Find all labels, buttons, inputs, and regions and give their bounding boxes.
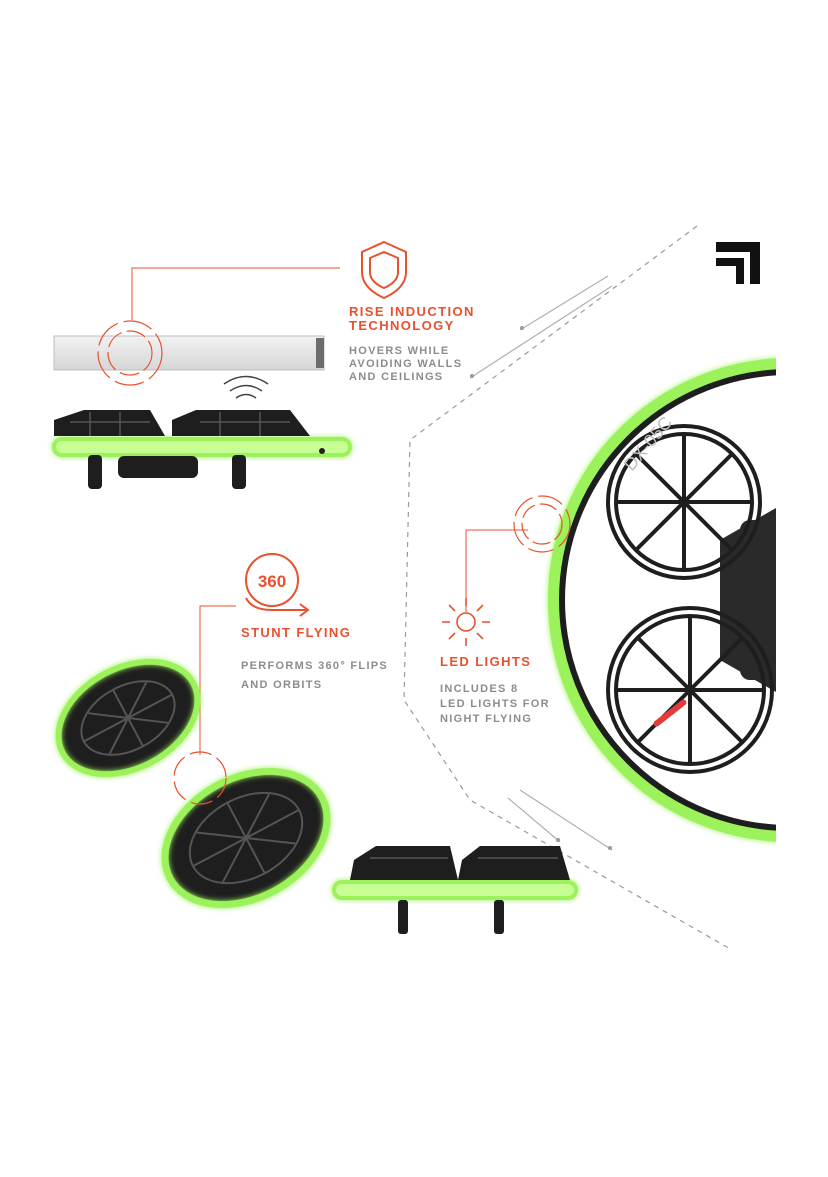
- led-desc: INCLUDES 8 LED LIGHTS FOR NIGHT FLYING: [440, 683, 550, 725]
- orbit-ring: [173, 751, 227, 805]
- rise-desc: HOVERS WHILE AVOIDING WALLS AND CEILINGS: [349, 345, 463, 383]
- drone-top-view: [548, 358, 776, 842]
- drone-stunt-1: [55, 658, 201, 778]
- ceiling-panel: [53, 335, 325, 371]
- drone-side-view-bottom: [332, 846, 578, 934]
- rise-title: RISE INDUCTION TECHNOLOGY: [349, 304, 475, 333]
- shield-icon: [361, 240, 407, 300]
- flip-360-icon: [245, 553, 310, 617]
- led-title: LED LIGHTS: [440, 654, 532, 669]
- accent-lines: [469, 275, 613, 851]
- stunt-title: STUNT FLYING: [241, 625, 352, 640]
- drone-stunt-2: [161, 767, 331, 909]
- flip-360-badge: 360: [258, 572, 286, 591]
- stunt-desc: PERFORMS 360° FLIPS AND ORBITS: [241, 660, 389, 691]
- light-burst-icon: [442, 598, 490, 646]
- drone-side-view-top: [52, 410, 352, 489]
- signal-waves-icon: [223, 375, 269, 399]
- bracket-logo-icon: [716, 242, 760, 284]
- sensor-ring-top: [97, 320, 163, 386]
- sensor-ring-right: [513, 495, 571, 553]
